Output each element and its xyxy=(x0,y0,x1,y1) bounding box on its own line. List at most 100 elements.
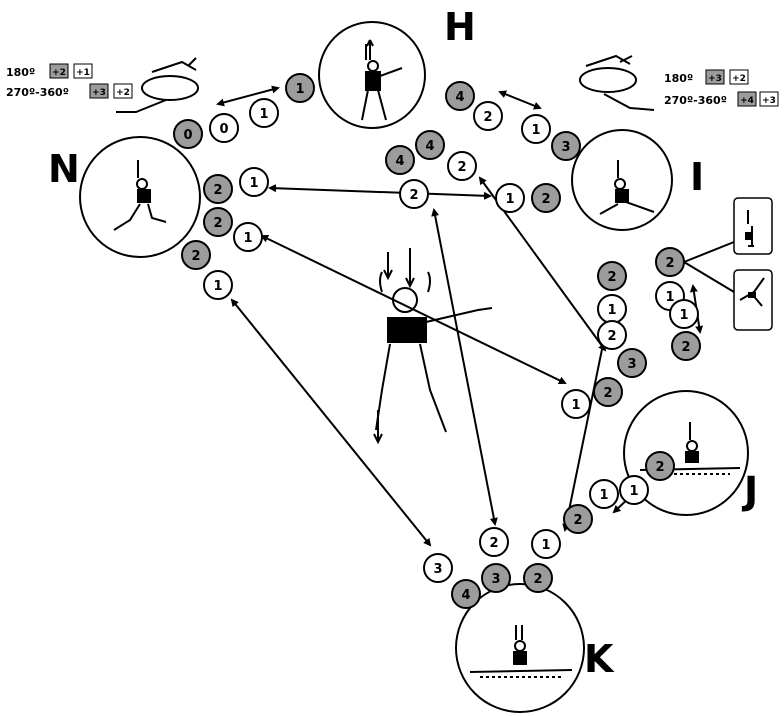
legend-right-row2-white: +3 xyxy=(762,96,776,106)
value-node-circle xyxy=(203,174,233,204)
value-node-grey: 4 xyxy=(385,145,415,175)
value-node-grey: 2 xyxy=(203,174,233,204)
value-node-circle xyxy=(203,207,233,237)
legend-right-row2-angle: 270º-360º xyxy=(664,94,727,107)
value-node-circle xyxy=(285,73,315,103)
value-node-circle xyxy=(399,179,429,209)
value-node-label: 1 xyxy=(505,192,514,207)
value-node-label: 3 xyxy=(491,572,500,587)
arrow-i-k xyxy=(562,318,611,532)
value-node-circle xyxy=(415,130,445,160)
value-node-label: 1 xyxy=(607,303,616,318)
value-node-white: 1 xyxy=(203,270,233,300)
value-node-label: 2 xyxy=(541,192,550,207)
value-node-label: 1 xyxy=(571,398,580,413)
value-node-label: 2 xyxy=(607,270,616,285)
value-node-white: 2 xyxy=(473,101,503,131)
value-node-white: 1 xyxy=(589,479,619,509)
value-node-grey: 4 xyxy=(451,579,481,609)
legend-right-row1-grey: +3 xyxy=(708,74,722,84)
arrow-n-i-horizontal xyxy=(268,184,492,200)
value-node-label: 2 xyxy=(607,329,616,344)
value-node-label: 1 xyxy=(599,488,608,503)
legend-left-row1-white: +1 xyxy=(76,68,90,78)
value-node-label: 2 xyxy=(533,572,542,587)
position-label-j: J xyxy=(741,469,758,513)
value-node-grey: 0 xyxy=(173,119,203,149)
value-node-white: 3 xyxy=(423,553,453,583)
value-node-circle xyxy=(479,527,509,557)
legend-right: 180º +3 +2 270º-360º +4 +3 xyxy=(664,69,779,107)
value-node-white: 2 xyxy=(447,151,477,181)
value-node-label: 1 xyxy=(541,538,550,553)
value-node-circle xyxy=(481,563,511,593)
value-node-circle xyxy=(203,270,233,300)
value-node-grey: 2 xyxy=(593,377,623,407)
value-node-label: 1 xyxy=(629,484,638,499)
value-node-circle xyxy=(447,151,477,181)
value-node-label: 2 xyxy=(191,249,200,264)
position-label-n: N xyxy=(48,147,80,191)
legend-left-row2-grey: +3 xyxy=(92,88,106,98)
position-labels: H N I J K xyxy=(48,5,758,681)
value-node-grey: 2 xyxy=(203,207,233,237)
value-node-white: 1 xyxy=(597,294,627,324)
value-node-circle xyxy=(445,81,475,111)
legend-right-row1-white: +2 xyxy=(732,74,746,84)
value-node-grey: 4 xyxy=(415,130,445,160)
value-node-label: 2 xyxy=(409,188,418,203)
value-node-white: 1 xyxy=(239,167,269,197)
legend-left: 180º +2 +1 270º-360º +3 +2 xyxy=(6,63,133,99)
value-node-label: 4 xyxy=(455,90,464,105)
value-node-circle xyxy=(589,479,619,509)
value-node-grey: 3 xyxy=(617,348,647,378)
legend-left-row1-angle: 180º xyxy=(6,66,35,79)
value-node-circle xyxy=(645,451,675,481)
value-node-white: 2 xyxy=(597,320,627,350)
value-node-circle xyxy=(597,261,627,291)
value-node-circle xyxy=(617,348,647,378)
value-node-label: 2 xyxy=(603,386,612,401)
value-node-grey: 2 xyxy=(671,331,701,361)
value-node-circle xyxy=(531,183,561,213)
value-node-circle xyxy=(249,98,279,128)
value-node-label: 3 xyxy=(433,562,442,577)
legend-right-row1-angle: 180º xyxy=(664,72,693,85)
value-node-label: 3 xyxy=(561,140,570,155)
value-node-label: 2 xyxy=(573,513,582,528)
value-node-circle xyxy=(181,240,211,270)
value-node-label: 1 xyxy=(531,123,540,138)
legend-left-row2-angle: 270º-360º xyxy=(6,86,69,99)
callout-box-lying xyxy=(733,269,773,331)
value-node-circle xyxy=(523,563,553,593)
callout-box-upright xyxy=(733,197,773,255)
value-node-label: 2 xyxy=(665,256,674,271)
value-node-grey: 2 xyxy=(655,247,685,277)
figure-upper-left xyxy=(116,57,199,113)
value-node-label: 4 xyxy=(425,139,434,154)
position-label-h: H xyxy=(444,5,476,49)
value-node-white: 2 xyxy=(479,527,509,557)
value-node-white: 1 xyxy=(531,529,561,559)
legend-right-row2-grey: +4 xyxy=(740,96,754,106)
value-node-label: 0 xyxy=(183,128,192,143)
value-node-circle xyxy=(173,119,203,149)
value-node-label: 2 xyxy=(213,183,222,198)
value-node-label: 2 xyxy=(655,460,664,475)
value-node-label: 0 xyxy=(219,122,228,137)
arrow-h-i xyxy=(498,90,542,110)
value-node-white: 1 xyxy=(669,299,699,329)
value-node-circle xyxy=(385,145,415,175)
value-node-circle xyxy=(561,389,591,419)
value-node-circle xyxy=(473,101,503,131)
figure-k xyxy=(469,625,573,678)
value-node-circle xyxy=(563,504,593,534)
value-node-white: 1 xyxy=(495,183,525,213)
value-node-label: 1 xyxy=(213,279,222,294)
value-node-label: 2 xyxy=(483,110,492,125)
value-node-white: 1 xyxy=(249,98,279,128)
arrow-n-h xyxy=(216,85,280,107)
value-node-circle xyxy=(495,183,525,213)
